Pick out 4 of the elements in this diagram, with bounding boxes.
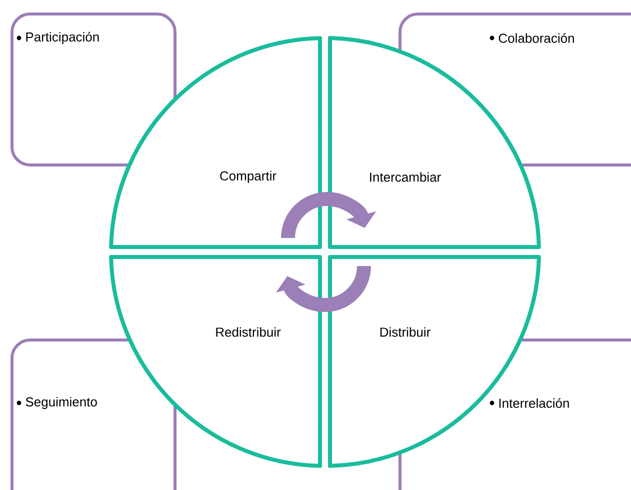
quadrant-segment: Redistribuir [109,255,322,468]
quadrant-segment: Compartir [109,36,322,249]
text-box: Participación [10,12,176,166]
text-box: Seguimiento [10,338,176,490]
